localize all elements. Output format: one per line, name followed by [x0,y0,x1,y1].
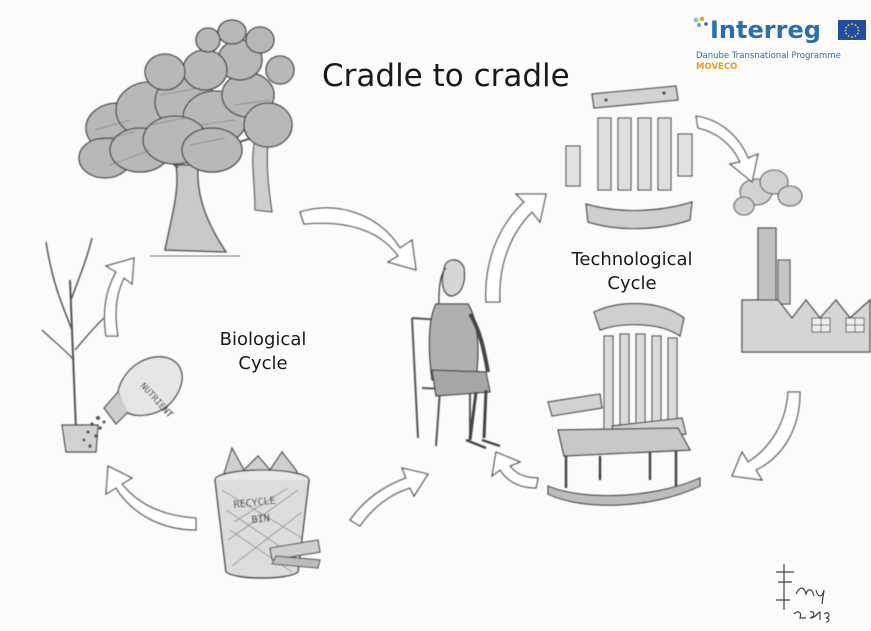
eu-flag-icon [838,20,866,40]
logo-wordmark: Interreg [710,16,821,44]
biological-cycle-label: Biological Cycle [208,328,318,376]
arrow-sapling-to-tree [104,258,134,336]
biological-cycle-label-line1: Biological [208,328,318,352]
tree-icon [79,20,294,256]
arrow-bin-to-sapling [106,466,196,530]
logo-programme: Danube Transnational Programme [696,51,841,61]
arrow-rocking-chair-to-person [492,452,538,488]
sapling-icon [42,238,104,452]
recycle-bin-icon: RECYCLE BIN [215,448,320,578]
arrow-parts-to-factory [696,116,758,182]
technological-cycle-label-line2: Cycle [548,272,716,296]
interreg-logo: Interreg Danube Transnational Programme … [690,14,868,106]
arrow-factory-to-rocking-chair [732,392,800,480]
recycle-bin-label-line2: BIN [251,513,270,526]
chair-parts-icon [566,86,692,229]
logo-project: MOVECO [696,62,737,72]
arrow-tree-to-person [300,208,416,270]
technological-cycle-label-line1: Technological [548,248,716,272]
artist-signature [770,560,842,624]
arrow-bin-to-person [350,468,428,526]
technological-cycle-label: Technological Cycle [548,248,716,296]
page-title: Cradle to cradle [322,58,570,94]
arrow-person-to-chair-parts [486,194,546,302]
rocking-chair-icon [548,304,700,506]
biological-cycle-label-line2: Cycle [208,352,318,376]
factory-icon [734,170,870,352]
